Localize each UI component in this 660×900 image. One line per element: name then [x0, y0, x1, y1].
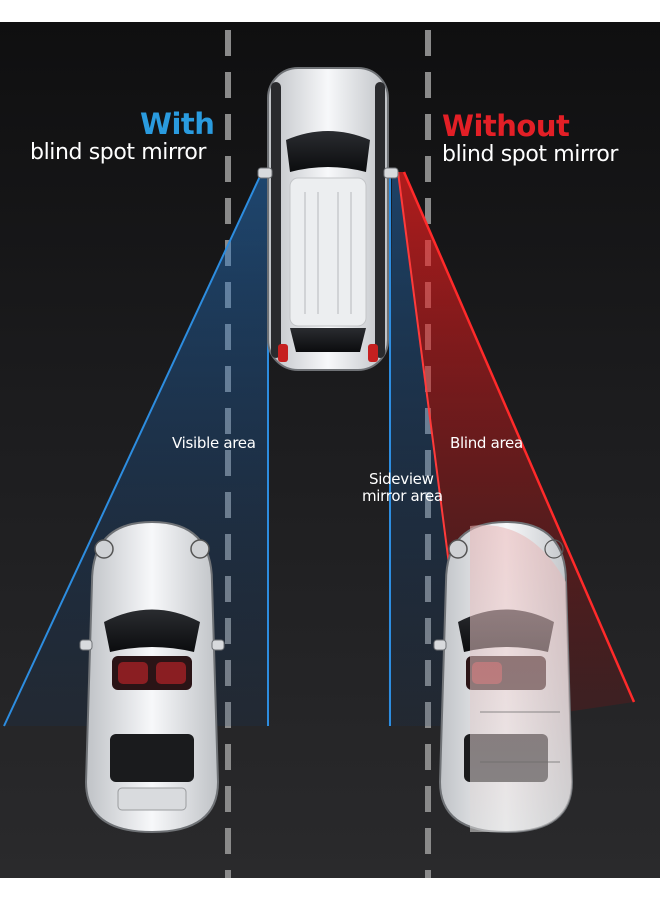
visible-area-label: Visible area [172, 434, 256, 452]
sports-car-right [433, 520, 574, 834]
visible-area-edge [3, 171, 263, 727]
suv-top-car [257, 67, 399, 371]
sports-car-left [79, 520, 225, 834]
blind-spot-ghost-overlay [470, 525, 572, 832]
road-diagram [3, 30, 636, 878]
with-title: With [140, 107, 215, 141]
blind-area-label: Blind area [450, 434, 523, 452]
without-title: Without [442, 109, 570, 143]
diagram-scene: With blind spot mirror Without blind spo… [0, 22, 660, 878]
with-subtitle: blind spot mirror [30, 140, 207, 165]
without-subtitle: blind spot mirror [442, 142, 619, 167]
sideview-label-line1: Sideview [369, 470, 434, 488]
sideview-label-line2: mirror area [362, 487, 443, 505]
blind-area-outer-edge [402, 171, 636, 703]
